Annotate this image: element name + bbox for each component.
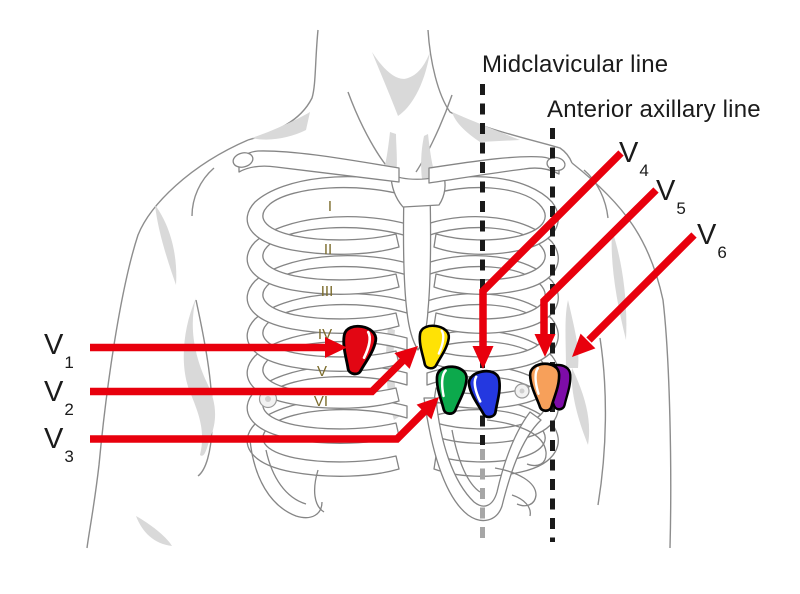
lead-v5-letter: V xyxy=(656,175,676,207)
v3-arrowhead xyxy=(416,397,439,420)
right-nipple-center xyxy=(519,388,525,394)
v6-arrow-line xyxy=(586,232,697,343)
right-axilla-streak xyxy=(565,300,579,368)
lead-v3-subscript: 3 xyxy=(64,446,74,466)
lead-v3-letter: V xyxy=(44,423,64,455)
lead-v5-subscript: 5 xyxy=(676,198,686,218)
rib-numeral-v: V xyxy=(317,363,327,380)
anterior-axillary-line-label: Anterior axillary line xyxy=(547,96,761,123)
right-shoulder-shadow xyxy=(611,230,627,340)
right-scapula-line xyxy=(583,169,609,219)
lead-label-v5: V5 xyxy=(656,175,686,217)
ribcage xyxy=(232,150,566,522)
lead-v4-letter: V xyxy=(619,137,639,169)
lead-label-v2: V2 xyxy=(44,376,74,418)
right-costal-hook-2 xyxy=(494,467,537,507)
left-shoulder-shadow xyxy=(155,205,177,285)
lead-arrows xyxy=(90,150,697,443)
rib-numeral-vi: VI xyxy=(314,393,328,410)
left-nipple-center xyxy=(265,396,271,402)
rib-numeral-i: I xyxy=(328,198,332,215)
right-arm-edge xyxy=(571,162,672,549)
lead-v4-subscript: 4 xyxy=(639,160,649,180)
chin-shadow xyxy=(372,52,430,116)
neck-left-edge xyxy=(247,29,319,141)
rib-right-1 xyxy=(426,176,559,255)
neck-right-edge xyxy=(427,29,573,164)
lead-label-v1: V1 xyxy=(44,329,74,371)
left-costal-hook-3 xyxy=(313,469,325,513)
left-acromion xyxy=(232,152,254,168)
right-armpit-line xyxy=(597,337,607,506)
lead-v2-letter: V xyxy=(44,376,64,408)
lead-v1-subscript: 1 xyxy=(64,352,74,372)
lead-v6-letter: V xyxy=(697,219,717,251)
lead-v6-subscript: 6 xyxy=(717,242,727,262)
v4-arrowhead xyxy=(472,346,494,369)
v2-arrow-line xyxy=(90,357,406,396)
left-trapezius-shadow xyxy=(252,112,310,140)
left-costal-hook-1 xyxy=(249,439,323,519)
left-arm-edge xyxy=(86,139,249,549)
v2-arrowhead xyxy=(394,346,418,369)
lead-label-v4: V4 xyxy=(619,137,649,179)
electrode-v4 xyxy=(465,367,507,421)
left-clavicle xyxy=(238,150,400,183)
right-costal-hook-1 xyxy=(486,419,547,467)
rib-numeral-iii: III xyxy=(321,283,334,300)
right-scm-line xyxy=(415,94,453,173)
v5-arrowhead xyxy=(534,334,556,357)
lead-label-v3: V3 xyxy=(44,423,74,465)
left-costal-hook-2 xyxy=(265,449,307,505)
costal-wedge-inner-line xyxy=(451,429,481,493)
left-scm-line xyxy=(347,91,393,173)
left-hip-shadow xyxy=(136,516,172,546)
costal-wedge xyxy=(423,397,542,522)
left-chest-streak xyxy=(183,298,216,456)
v3-arrow-line xyxy=(90,408,428,443)
midclavicular-line-label: Midclavicular line xyxy=(482,51,669,78)
left-scapula-line xyxy=(191,167,215,217)
sternum xyxy=(402,189,432,351)
right-axilla-streak-lower xyxy=(571,368,590,445)
lead-label-v6: V6 xyxy=(697,219,727,261)
rib-numeral-ii: II xyxy=(324,241,332,258)
v1-arrowhead xyxy=(325,337,347,358)
v5-arrow-line xyxy=(540,187,659,337)
right-costal-hook-3 xyxy=(511,494,531,517)
v4-arrow-line xyxy=(479,150,624,349)
lead-v2-subscript: 2 xyxy=(64,399,74,419)
arrowheads xyxy=(325,333,596,420)
v6-arrowhead xyxy=(572,333,596,357)
right-trapezius-shadow xyxy=(452,112,520,142)
body-shading xyxy=(136,52,627,546)
lead-v1-letter: V xyxy=(44,329,64,361)
rib-left-1 xyxy=(246,176,408,255)
